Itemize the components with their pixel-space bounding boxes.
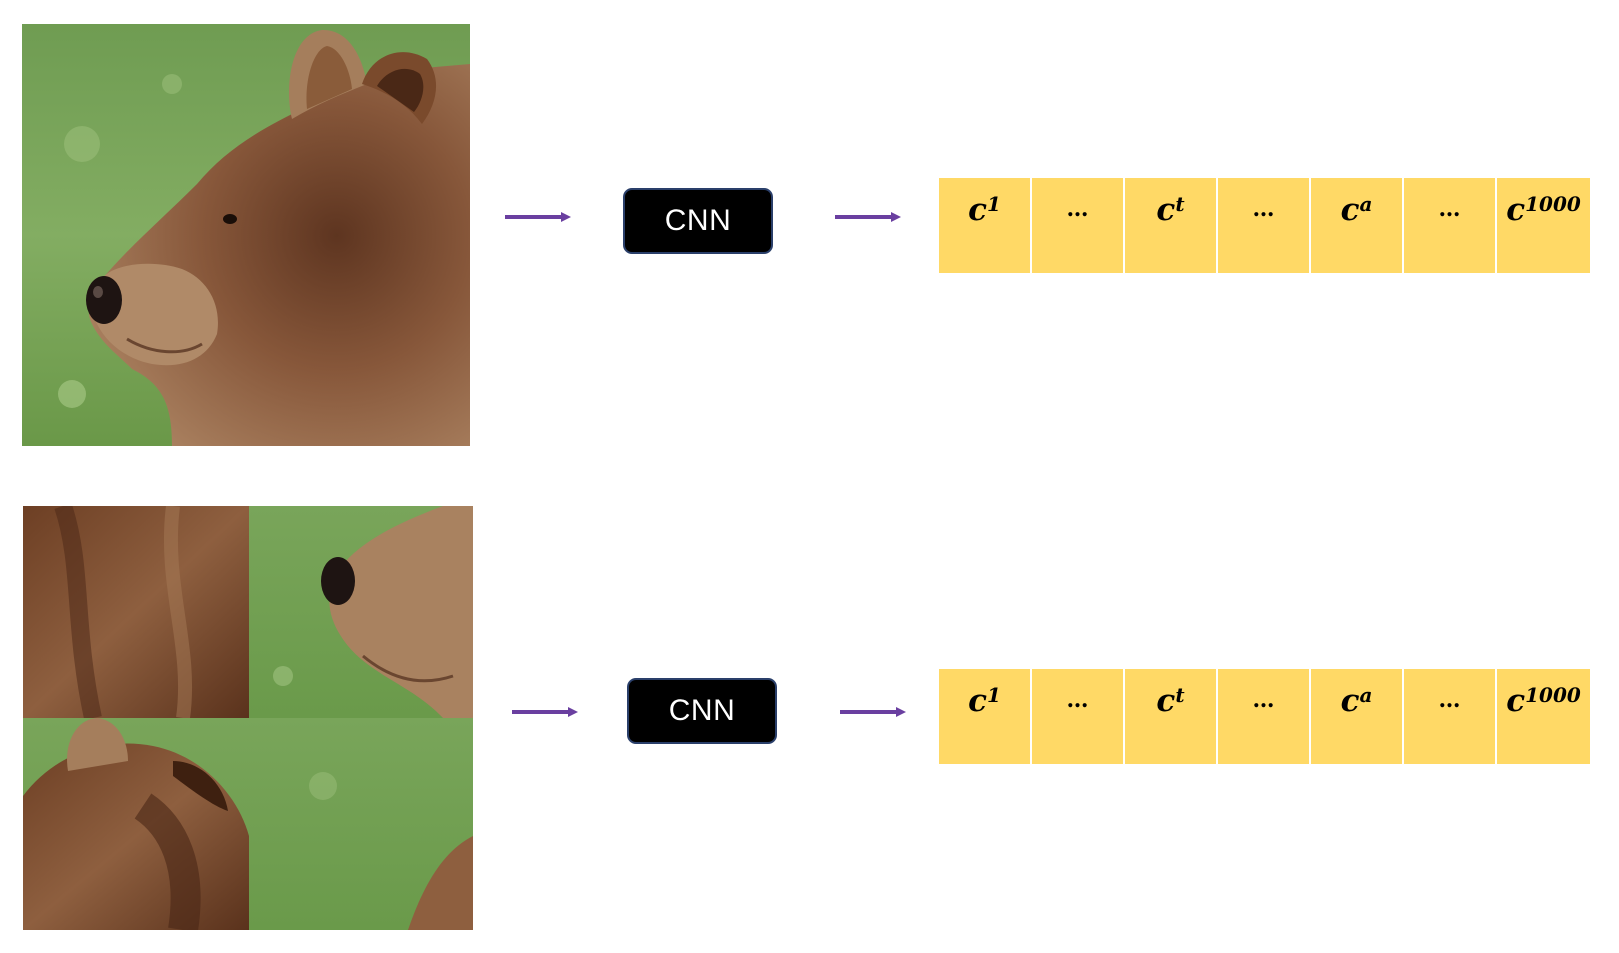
cnn-block-2: CNN	[627, 678, 777, 744]
score-cell-ellipsis: …	[1404, 669, 1497, 764]
cnn-label: CNN	[664, 204, 732, 237]
arrow-to-cnn-1	[505, 212, 571, 222]
arrow-to-vector-1	[835, 212, 901, 222]
cnn-label: CNN	[668, 694, 736, 727]
shuffled-bear-patches-photo	[23, 506, 473, 930]
score-cell-ellipsis: …	[1218, 669, 1311, 764]
cnn-block-1: CNN	[623, 188, 773, 254]
arrow-to-vector-2	[840, 707, 906, 717]
bear-face-photo	[22, 24, 470, 446]
score-cell-ellipsis: …	[1404, 178, 1497, 273]
score-cell-ellipsis: …	[1032, 669, 1125, 764]
arrow-to-cnn-2	[512, 707, 578, 717]
score-cell-ellipsis: …	[1218, 178, 1311, 273]
score-cell-ellipsis: …	[1032, 178, 1125, 273]
